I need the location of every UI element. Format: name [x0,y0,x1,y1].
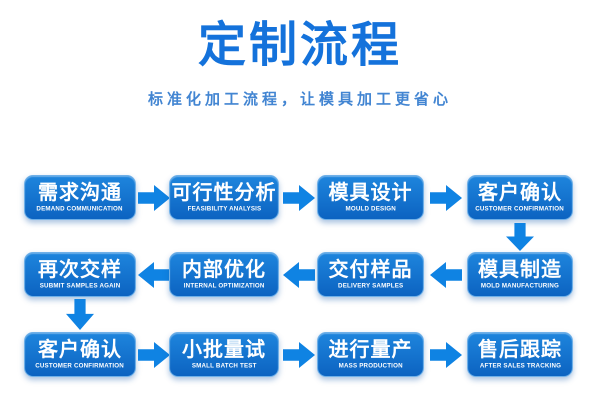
step-label-zh: 交付样品 [328,259,413,281]
step-label-en: MOULD DESIGN [345,205,396,213]
step-feasibility-analysis: 可行性分析 FEASIBILITY ANALYSIS [169,175,279,220]
arrow-right-icon [283,342,315,368]
step-label-zh: 售后跟踪 [478,339,562,361]
step-label-zh: 进行量产 [328,339,413,361]
step-label-zh: 可行性分析 [171,182,277,204]
step-customer-confirmation-2: 客户确认 CUSTOMER CONFIRMATION [24,332,136,377]
step-label-en: FEASIBILITY ANALYSIS [187,205,261,213]
step-small-batch-test: 小批量试 SMALL BATCH TEST [169,332,279,377]
step-label-zh: 模具设计 [328,182,413,204]
step-demand-communication: 需求沟通 DEMAND COMMUNICATION [24,175,136,220]
step-label-en: INTERNAL OPTIMIZATION [183,282,265,290]
step-label-en: MOLD MANUFACTURING [480,282,560,290]
step-internal-optimization: 内部优化 INTERNAL OPTIMIZATION [169,252,279,297]
step-label-zh: 小批量试 [182,339,266,361]
step-label-en: AFTER SALES TRACKING [479,362,561,370]
step-submit-samples-again: 再次交样 SUBMIT SAMPLES AGAIN [24,252,136,297]
arrow-right-icon [283,185,315,211]
page-subtitle: 标准化加工流程，让模具加工更省心 [147,91,452,108]
step-customer-confirmation-1: 客户确认 CUSTOMER CONFIRMATION [467,175,573,220]
step-label-en: DEMAND COMMUNICATION [36,205,124,213]
step-mold-manufacturing: 模具制造 MOLD MANUFACTURING [467,252,573,297]
step-label-en: DELIVERY SAMPLES [337,282,404,290]
step-after-sales-tracking: 售后跟踪 AFTER SALES TRACKING [467,332,573,377]
step-label-en: SMALL BATCH TEST [191,362,257,370]
step-mass-production: 进行量产 MASS PRODUCTION [317,332,424,377]
arrow-down-icon [506,223,534,251]
step-label-en: MASS PRODUCTION [338,362,403,370]
step-label-zh: 客户确认 [478,182,562,204]
step-label-zh: 客户确认 [38,339,122,361]
step-label-zh: 需求沟通 [38,182,122,204]
arrow-down-icon [66,299,94,330]
step-label-en: CUSTOMER CONFIRMATION [35,362,125,370]
step-label-zh: 模具制造 [478,259,562,281]
step-mould-design: 模具设计 MOULD DESIGN [317,175,424,220]
step-label-en: SUBMIT SAMPLES AGAIN [39,282,121,290]
step-delivery-samples: 交付样品 DELIVERY SAMPLES [317,252,424,297]
page-title: 定制流程 [197,19,402,72]
step-label-zh: 再次交样 [38,259,122,281]
step-label-en: CUSTOMER CONFIRMATION [475,205,565,213]
step-label-zh: 内部优化 [182,259,266,281]
